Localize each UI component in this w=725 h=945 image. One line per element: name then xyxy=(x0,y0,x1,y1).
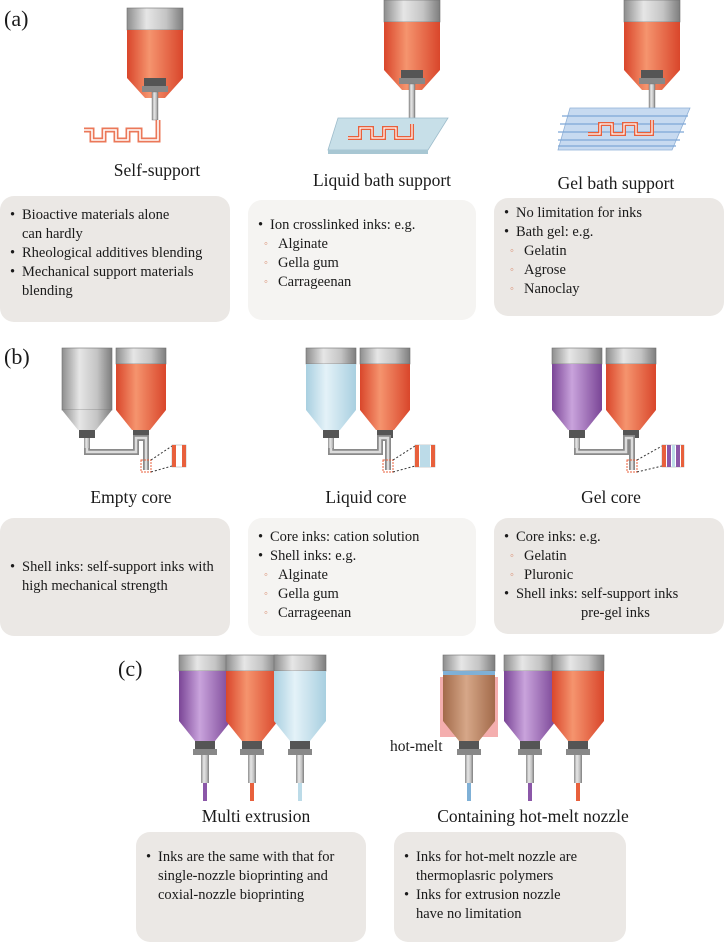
liquid-core-box: •Core inks: cation solution •Shell inks:… xyxy=(248,518,476,636)
caption-containing-hot-melt-nozzle: Containing hot-melt nozzle xyxy=(437,806,629,826)
gel-bath-item-2: Agrose xyxy=(524,262,566,278)
coaxial-empty-core xyxy=(61,347,187,473)
multi-extrusion-line-3: coxial-nozzle bioprinting xyxy=(158,887,305,903)
gel-core-shell-2: pre-gel inks xyxy=(581,605,650,621)
gel-bath-item-3: Nanoclay xyxy=(524,281,580,297)
multi-extrusion-line-2: single-nozzle bioprinting and xyxy=(158,868,328,884)
caption-multi-extrusion: Multi extrusion xyxy=(201,806,311,826)
empty-core-box: •Shell inks: self-support inks with high… xyxy=(0,518,230,636)
liquid-bath-item-1: Alginate xyxy=(278,236,328,252)
multi-extrusion-line-1: Inks are the same with that for xyxy=(158,849,335,865)
hot-melt-line-2: thermoplasric polymers xyxy=(416,868,554,884)
hot-melt-line-3: Inks for extrusion nozzle xyxy=(416,887,561,903)
self-support-line-3: Rheological additives blending xyxy=(22,245,203,261)
sub-bullet-icon: ◦ xyxy=(264,607,268,619)
sub-bullet-icon: ◦ xyxy=(510,264,514,276)
sub-bullet-icon: ◦ xyxy=(510,550,514,562)
gel-core-shell: Shell inks: self-support inks xyxy=(516,586,679,602)
caption-gel-bath-support: Gel bath support xyxy=(557,173,675,193)
sub-bullet-icon: ◦ xyxy=(264,238,268,250)
liquid-core-item-1: Alginate xyxy=(278,567,328,583)
gel-core-core: Core inks: e.g. xyxy=(516,529,601,545)
hot-melt-label: hot-melt xyxy=(390,738,443,755)
empty-core-line-2: high mechanical strength xyxy=(22,578,168,594)
caption-empty-core: Empty core xyxy=(90,487,172,507)
caption-liquid-bath-support: Liquid bath support xyxy=(312,170,452,190)
gel-core-box: •Core inks: e.g. ◦Gelatin ◦Pluronic •She… xyxy=(494,518,724,634)
sub-bullet-icon: ◦ xyxy=(264,276,268,288)
self-support-line-1: Bioactive materials alone xyxy=(22,207,170,223)
liquid-bath xyxy=(327,117,449,154)
liquid-bath-item-2: Gella gum xyxy=(278,255,339,271)
gel-bath-head-2: Bath gel: e.g. xyxy=(516,224,594,240)
coaxial-gel-core xyxy=(551,347,685,473)
liquid-core-item-2: Gella gum xyxy=(278,586,339,602)
sub-bullet-icon: ◦ xyxy=(510,283,514,295)
hot-melt-syringes xyxy=(440,654,605,801)
multi-extrusion-box: •Inks are the same with that for single-… xyxy=(136,832,366,942)
coaxial-liquid-core xyxy=(305,347,436,473)
panel-label-c: (c) xyxy=(118,656,143,681)
gel-bath-head-1: No limitation for inks xyxy=(516,205,643,221)
self-support-line-4: Mechanical support materials xyxy=(22,264,194,280)
caption-liquid-core: Liquid core xyxy=(325,487,407,507)
panel-label-b: (b) xyxy=(4,344,30,369)
panel-label-a: (a) xyxy=(4,6,29,31)
empty-core-line-1: Shell inks: self-support inks with xyxy=(22,559,214,575)
caption-gel-core: Gel core xyxy=(581,487,641,507)
gel-bath-item-1: Gelatin xyxy=(524,243,567,259)
sub-bullet-icon: ◦ xyxy=(510,569,514,581)
sub-bullet-icon: ◦ xyxy=(264,569,268,581)
multi-extrusion-syringes xyxy=(178,654,327,801)
gel-bath-box: •No limitation for inks •Bath gel: e.g. … xyxy=(494,198,724,316)
gel-bath xyxy=(557,107,691,151)
liquid-core-core: Core inks: cation solution xyxy=(270,529,420,545)
hot-melt-line-4: have no limitation xyxy=(416,906,522,922)
liquid-bath-item-3: Carrageenan xyxy=(278,274,352,290)
hot-melt-line-1: Inks for hot-melt nozzle are xyxy=(416,849,578,865)
syringe-gel-bath xyxy=(623,0,681,129)
self-support-line-2: can hardly xyxy=(22,226,83,242)
caption-self-support: Self-support xyxy=(113,160,201,180)
self-support-line-5: blending xyxy=(22,283,73,299)
self-support-box: •Bioactive materials alone can hardly •R… xyxy=(0,196,230,322)
printed-line-self-support xyxy=(84,120,161,143)
sub-bullet-icon: ◦ xyxy=(510,245,514,257)
liquid-bath-head: Ion crosslinked inks: e.g. xyxy=(270,217,416,233)
hot-melt-box: •Inks for hot-melt nozzle are thermoplas… xyxy=(394,832,626,942)
gel-core-item-1: Gelatin xyxy=(524,548,567,564)
gel-core-item-2: Pluronic xyxy=(524,567,574,583)
sub-bullet-icon: ◦ xyxy=(264,588,268,600)
syringe-self-support xyxy=(126,7,184,121)
liquid-core-item-3: Carrageenan xyxy=(278,605,352,621)
liquid-core-shell: Shell inks: e.g. xyxy=(270,548,357,564)
syringe-liquid-bath xyxy=(383,0,441,127)
liquid-bath-box: •Ion crosslinked inks: e.g. ◦Alginate ◦G… xyxy=(248,200,476,320)
sub-bullet-icon: ◦ xyxy=(264,257,268,269)
